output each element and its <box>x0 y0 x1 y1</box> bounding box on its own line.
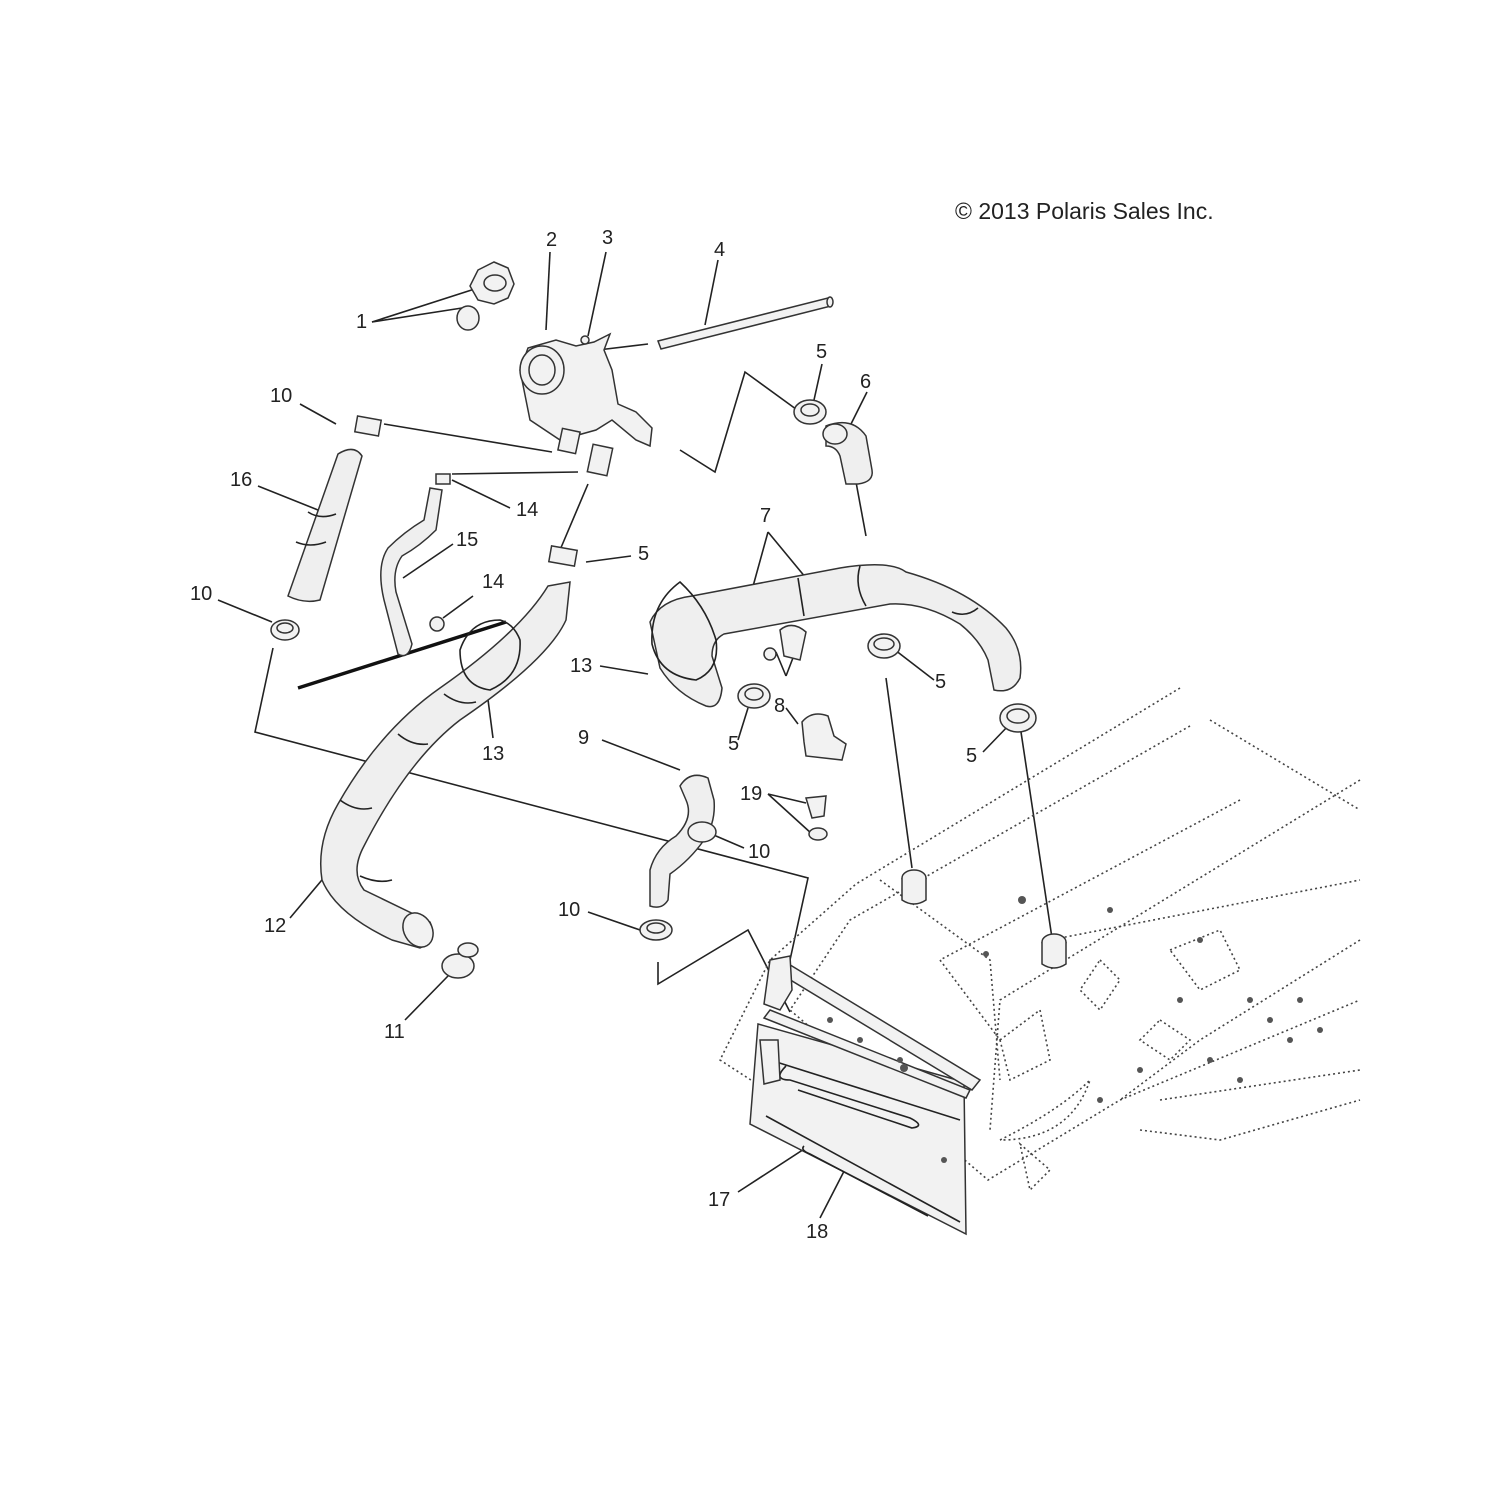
fitting-14-lower <box>429 616 445 632</box>
callout-17: 17 <box>708 1189 730 1211</box>
callout-13-bottom: 13 <box>482 743 504 765</box>
callout-9: 9 <box>578 727 589 749</box>
thermostat-housing-part <box>763 624 847 761</box>
fitting-upper <box>353 415 383 437</box>
leader-lines <box>217 251 1053 1219</box>
vent-tube-part <box>657 296 834 350</box>
hose-clamp-center <box>737 683 771 709</box>
short-hose-part <box>287 448 363 603</box>
callout-6: 6 <box>860 371 871 393</box>
fitting-14-upper <box>435 473 451 485</box>
hose-clamp-right-mid <box>867 633 901 659</box>
hose-clamp-11 <box>441 942 479 979</box>
bypass-hose-part <box>649 774 717 908</box>
callout-5-left: 5 <box>638 543 649 565</box>
callout-14-lower: 14 <box>482 571 504 593</box>
callout-1: 1 <box>356 311 367 333</box>
copyright-notice: © 2013 Polaris Sales Inc. <box>955 198 1214 224</box>
vent-hose-part <box>380 487 443 657</box>
callout-16: 16 <box>230 469 252 491</box>
callout-19: 19 <box>740 783 762 805</box>
long-hose-part <box>319 581 571 949</box>
fitting-5-left <box>547 544 579 568</box>
hose-clamp-far-right <box>999 703 1037 733</box>
hose-clamp-lower <box>639 919 673 941</box>
callout-10-lower: 10 <box>558 899 580 921</box>
strap-loop-left <box>459 619 521 691</box>
callout-11: 11 <box>384 1021 405 1043</box>
callout-3: 3 <box>602 227 613 249</box>
callout-5-center: 5 <box>728 733 739 755</box>
callout-5-far-right: 5 <box>966 745 977 767</box>
callout-8: 8 <box>774 695 785 717</box>
thermostat-part <box>805 795 828 841</box>
callout-12: 12 <box>264 915 286 937</box>
radiator-cap-part <box>456 261 515 331</box>
upper-radiator-hose-part <box>649 564 1022 708</box>
callout-7: 7 <box>760 505 771 527</box>
elbow-hose-part <box>822 421 873 485</box>
callout-4: 4 <box>714 239 725 261</box>
coolant-reservoir-part <box>519 332 653 477</box>
callout-13-left: 13 <box>570 655 592 677</box>
hose-clamp-left <box>270 619 300 641</box>
callout-15: 15 <box>456 529 478 551</box>
callout-5-upper: 5 <box>816 341 827 363</box>
callout-14-upper: 14 <box>516 499 538 521</box>
callout-labels: 1 2 3 4 5 6 10 16 14 15 5 7 10 14 13 13 … <box>190 227 977 1243</box>
strap-loop-right <box>651 580 718 681</box>
chassis-radiator-assembly <box>718 687 1361 1236</box>
callout-2: 2 <box>546 229 557 251</box>
callout-5-right-mid: 5 <box>935 671 946 693</box>
callout-10-left: 10 <box>190 583 212 605</box>
callout-10-right: 10 <box>748 841 770 863</box>
callout-18: 18 <box>806 1221 828 1243</box>
callout-10-upper: 10 <box>270 385 292 407</box>
hose-clamp-upper <box>793 399 827 425</box>
